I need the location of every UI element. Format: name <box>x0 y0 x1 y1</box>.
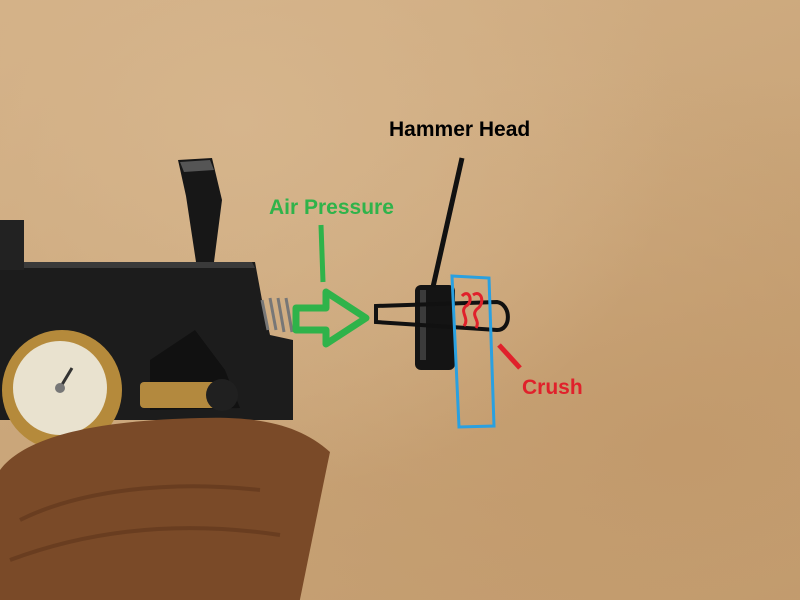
hammer-head-pointer <box>430 157 465 288</box>
receiver-left-block <box>0 220 24 270</box>
gauge-pin <box>55 383 65 393</box>
rear-sight <box>178 158 222 262</box>
crush-marks <box>460 292 484 329</box>
air-pressure-label: Air Pressure <box>269 196 394 219</box>
crush-zone-outline <box>450 274 496 429</box>
brass-lever <box>140 382 220 408</box>
rear-sight-highlight <box>180 160 214 172</box>
hammer-head-label: Hammer Head <box>389 118 531 141</box>
wooden-grip <box>0 417 330 600</box>
grip-grain <box>9 484 281 562</box>
pin-outline <box>374 299 510 333</box>
lever-screw <box>206 379 238 411</box>
receiver-top-highlight <box>0 262 255 268</box>
air-pressure-arrow <box>292 288 370 348</box>
air-pressure-pointer <box>318 224 326 283</box>
crush-label: Crush <box>522 376 583 399</box>
spring <box>260 297 294 333</box>
crush-pointer <box>497 343 522 370</box>
